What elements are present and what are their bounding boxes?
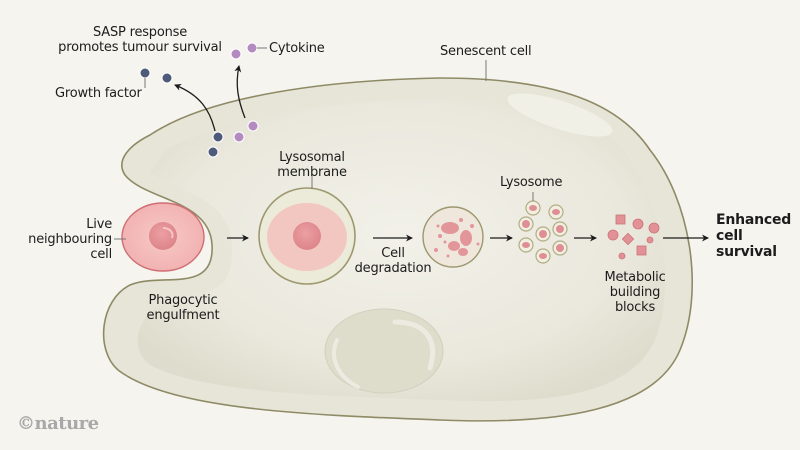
arrow-growth-factor-release (174, 83, 216, 132)
live-cell-line-2: neighbouring (28, 232, 112, 247)
lysosome-cluster (518, 200, 568, 264)
nucleus-highlight-2 (332, 338, 360, 389)
senescent-cell-label: Senescent cell (440, 44, 532, 59)
cell-highlight (507, 93, 613, 137)
cytokine-particles (230, 42, 259, 143)
cytokine-label: Cytokine (269, 41, 325, 56)
growth-factor-label: Growth factor (55, 86, 142, 101)
growth-factor-particles (139, 67, 224, 158)
metabolic-line-1: Metabolic (604, 270, 666, 285)
sasp-response-label: SASP response promotes tumour survival (40, 25, 240, 55)
lysosomal-membrane-line-1: Lysosomal (279, 150, 345, 165)
nucleus-highlight (392, 319, 436, 371)
lysosomal-membrane-label: Lysosomal membrane (262, 150, 362, 180)
engulfed-cell-nucleus (293, 222, 321, 250)
metabolic-line-3: blocks (614, 300, 656, 315)
lysosome-label: Lysosome (500, 175, 563, 190)
senescent-nucleus (324, 308, 444, 394)
arrow-cytokine-release (234, 65, 246, 119)
nature-credit-logo: ©nature (17, 413, 99, 434)
lysosomal-membrane-line-2: membrane (277, 165, 347, 180)
live-neighbouring-cell-label: Live neighbouring cell (12, 217, 112, 262)
survival-line-1: Enhanced (716, 212, 792, 228)
survival-line-2: cell (716, 228, 743, 244)
live-cell-highlight (162, 227, 174, 239)
phagocytic-engulfment-label: Phagocytic engulfment (133, 293, 233, 323)
senescent-cell-halo (137, 98, 666, 402)
enhanced-cell-survival-label: Enhanced cell survival (716, 212, 791, 260)
phagocytic-line-2: engulfment (146, 308, 220, 323)
sasp-response-line-1: SASP response (92, 25, 188, 40)
phagocytic-line-1: Phagocytic (148, 293, 218, 308)
metabolic-building-blocks (607, 214, 660, 260)
cell-degradation-line-1: Cell (381, 246, 405, 261)
sasp-response-line-2: promotes tumour survival (58, 40, 222, 55)
live-cell-line-3: cell (90, 247, 112, 262)
cell-degradation-label: Cell degradation (343, 246, 443, 276)
live-cell-line-1: Live (86, 217, 112, 232)
degradation-fragments (434, 218, 480, 258)
metabolic-line-2: building (609, 285, 661, 300)
cell-degradation-line-2: degradation (354, 261, 432, 276)
survival-line-3: survival (716, 244, 777, 260)
metabolic-building-blocks-label: Metabolic building blocks (585, 270, 685, 315)
